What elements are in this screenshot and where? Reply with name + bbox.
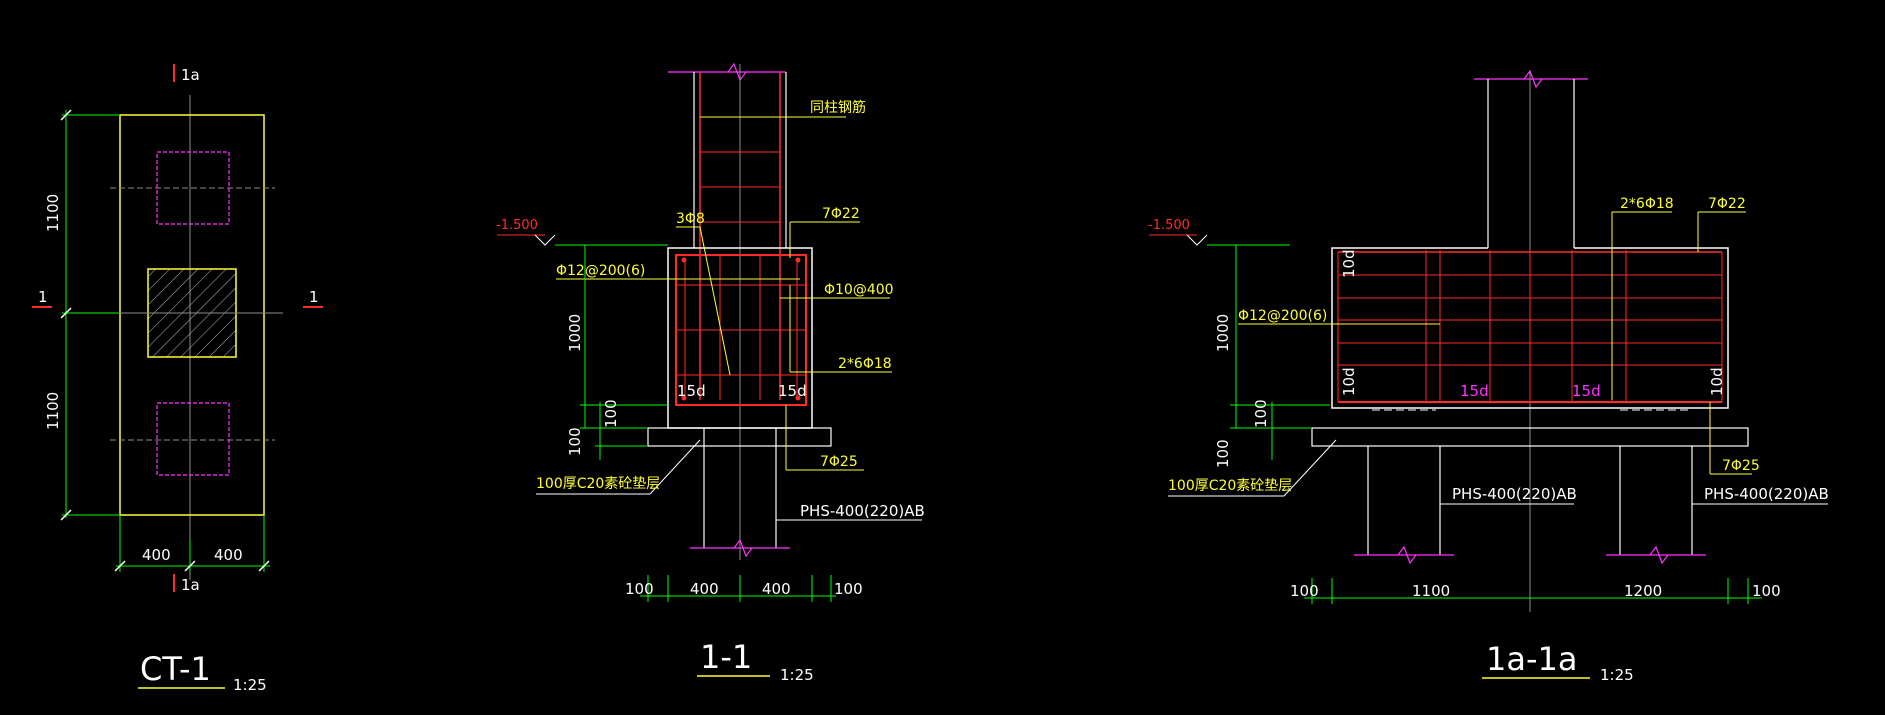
label-pile: PHS-400(220)AB xyxy=(800,502,925,520)
plan-dim-right-half: 400 xyxy=(214,546,243,564)
s1a-label-bottom-bars: 7Φ25 xyxy=(1722,458,1760,474)
s1a-column-break-symbol xyxy=(1523,69,1543,89)
s1a-label-side-bars: Φ12@200(6) xyxy=(1238,308,1327,324)
s1a-dim-height: 1000 xyxy=(1214,314,1232,352)
section-1-left-label: 1 xyxy=(38,288,48,306)
s1a-dim-cover: 100 xyxy=(1252,399,1270,428)
s1a-label-pile-left: PHS-400(220)AB xyxy=(1452,485,1577,503)
s1a-cap-outline xyxy=(1331,247,1729,409)
bar-dot-2 xyxy=(795,257,801,263)
s1a-dim-right: 1200 xyxy=(1624,582,1662,600)
s1a-dim-left-offset: 100 xyxy=(1290,582,1319,600)
pile-break-symbol xyxy=(733,538,753,558)
s1-dim-right: 400 xyxy=(762,580,791,598)
section-1-view: 同柱钢筋 -1.500 3Φ8 7Φ22 Φ12@200(6) Φ10@400 xyxy=(496,62,925,684)
s1-dim-right-offset: 100 xyxy=(834,580,863,598)
label-bottom-bars: 7Φ25 xyxy=(820,454,858,470)
label-top-bars: 7Φ22 xyxy=(822,206,860,222)
section-1-right-label: 1 xyxy=(309,288,319,306)
plan-vdim-tick-mid xyxy=(60,307,72,319)
plan-view: 1a 1 1 1100 1100 xyxy=(32,64,323,694)
bar-dot-4 xyxy=(795,395,801,401)
s1a-scale: 1:25 xyxy=(1600,666,1634,684)
plan-dim-left-half: 400 xyxy=(142,546,171,564)
s1a-label-blinding: 100厚C20素砼垫层 xyxy=(1168,478,1292,494)
label-blinding: 100厚C20素砼垫层 xyxy=(536,476,660,492)
s1a-label-hook-bottom-left: 10d xyxy=(1340,367,1358,396)
label-anchor-right: 15d xyxy=(778,382,807,400)
leader-stirrup-ties-drop xyxy=(699,226,731,376)
plan-vdim-tick-top xyxy=(60,109,72,121)
s1a-label-anchor-1: 15d xyxy=(1460,382,1489,400)
blinding-layer xyxy=(647,427,832,447)
plan-dim-bottom: 1100 xyxy=(44,392,62,430)
pile-lower xyxy=(156,402,230,476)
section1-elevation-mark xyxy=(534,234,556,246)
section1-title: 1-1 xyxy=(700,638,752,676)
leader-blinding xyxy=(649,439,701,495)
s1a-dim-bedding: 100 xyxy=(1214,439,1232,468)
label-mid-bars: 2*6Φ18 xyxy=(838,356,892,372)
s1a-elevation-mark xyxy=(1186,234,1208,246)
s1a-label-mid-bars: 2*6Φ18 xyxy=(1620,196,1674,212)
label-stirrup-ties: 3Φ8 xyxy=(676,211,705,227)
plan-scale: 1:25 xyxy=(233,676,267,694)
s1a-dim-right-offset: 100 xyxy=(1752,582,1781,600)
plan-title: CT-1 xyxy=(140,650,211,688)
section-mark-top-label: 1a xyxy=(181,66,200,84)
bar-dot-1 xyxy=(681,257,687,263)
s1-dim-cover: 100 xyxy=(602,399,620,428)
bar-dot-3 xyxy=(681,395,687,401)
pile-cap-outline xyxy=(119,114,265,516)
s1a-label-top-bars: 7Φ22 xyxy=(1708,196,1746,212)
label-side-bars: Φ12@200(6) xyxy=(556,263,645,279)
section-mark-bottom-label: 1a xyxy=(181,576,200,594)
plan-hdim-tick-mid xyxy=(184,560,196,572)
s1a-blinding-layer xyxy=(1311,427,1749,447)
plan-hdim-tick-right xyxy=(258,560,270,572)
section1-scale: 1:25 xyxy=(780,666,814,684)
s1a-label-hook-top: 10d xyxy=(1340,249,1358,278)
s1a-dim-left: 1100 xyxy=(1412,582,1450,600)
s1a-label-anchor-2: 15d xyxy=(1572,382,1601,400)
s1-dim-bedding: 100 xyxy=(566,427,584,456)
s1a-title: 1a-1a xyxy=(1486,640,1577,678)
plan-hdim-tick-left xyxy=(114,560,126,572)
s1-dim-left-offset: 100 xyxy=(625,580,654,598)
s1-dim-height: 1000 xyxy=(566,314,584,352)
plan-dim-top: 1100 xyxy=(44,194,62,232)
label-links: Φ10@400 xyxy=(824,282,894,298)
s1-dim-left: 400 xyxy=(690,580,719,598)
s1a-label-pile-right: PHS-400(220)AB xyxy=(1704,485,1829,503)
s1a-pile-right-break xyxy=(1649,545,1669,565)
label-anchor-left: 15d xyxy=(677,382,706,400)
plan-vdim-tick-bottom xyxy=(60,509,72,521)
column-break-symbol xyxy=(727,62,747,82)
pile-upper xyxy=(156,151,230,225)
s1a-label-hook-bottom-right: 10d xyxy=(1708,367,1726,396)
s1a-elevation: -1.500 xyxy=(1148,218,1190,233)
label-column-bars: 同柱钢筋 xyxy=(810,99,866,116)
s1a-leader-blinding xyxy=(1283,439,1337,497)
section-1a-view: -1.500 2*6Φ18 7Φ22 Φ12@200(6) 10d 10d 10… xyxy=(1148,69,1829,684)
section1-elevation: -1.500 xyxy=(496,218,538,233)
s1a-pile-left-break xyxy=(1397,545,1417,565)
